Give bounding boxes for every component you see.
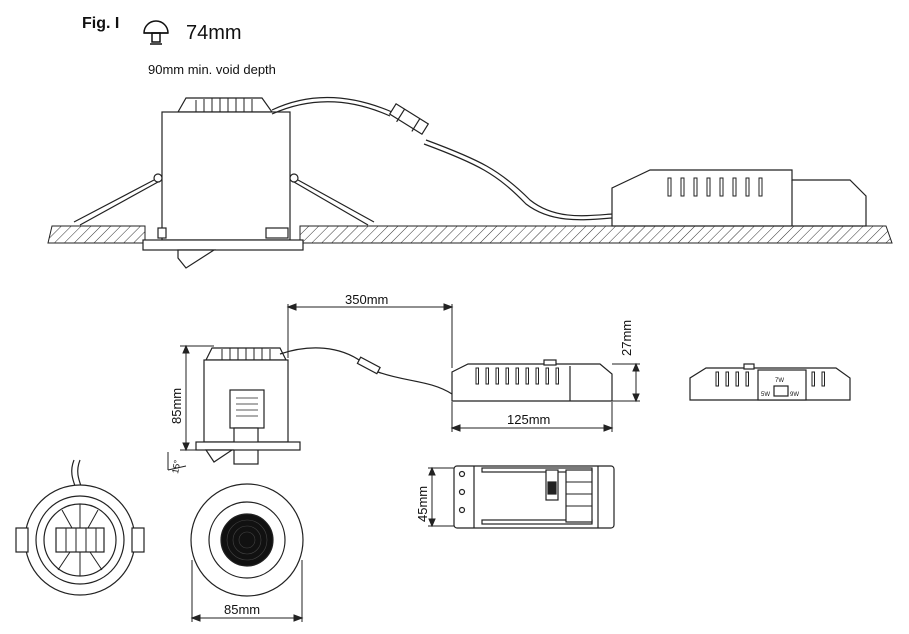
switch-label-9w: 9W: [790, 392, 799, 398]
cable-length-label: 350mm: [345, 292, 388, 307]
supply-cable: [271, 96, 613, 221]
driver-height-label: 27mm: [619, 320, 634, 356]
side-cable: [279, 347, 363, 363]
driver-width-label: 45mm: [415, 486, 430, 522]
downlight-rear-view: [15, 459, 145, 596]
downlight-fitting-side: [195, 347, 301, 465]
side-cable-connector: [356, 356, 381, 375]
cutout-value: 74mm: [186, 22, 242, 44]
side-cable-2: [377, 371, 453, 395]
led-driver-top: [453, 465, 615, 529]
fitting-diameter-label: 85mm: [224, 602, 260, 617]
downlight-front-view: [190, 483, 304, 597]
void-depth-text: 90mm min. void depth: [148, 62, 276, 77]
downlight-fitting-installed: [73, 97, 375, 269]
cable-connector: [388, 103, 430, 135]
dimension-lines: [167, 303, 640, 622]
driver-length-label: 125mm: [507, 412, 550, 427]
tilt-angle-label: 15°: [170, 459, 182, 475]
fitting-height-label: 85mm: [169, 388, 184, 424]
led-driver-wattage-view: [689, 363, 851, 401]
led-driver-installed: [611, 169, 867, 227]
switch-label-5w: 5W: [761, 392, 770, 398]
hole-saw-icon: [143, 20, 169, 45]
led-driver-side: [451, 359, 613, 402]
figure-label: Fig. I: [82, 15, 119, 32]
switch-label-7w: 7W: [775, 378, 784, 384]
